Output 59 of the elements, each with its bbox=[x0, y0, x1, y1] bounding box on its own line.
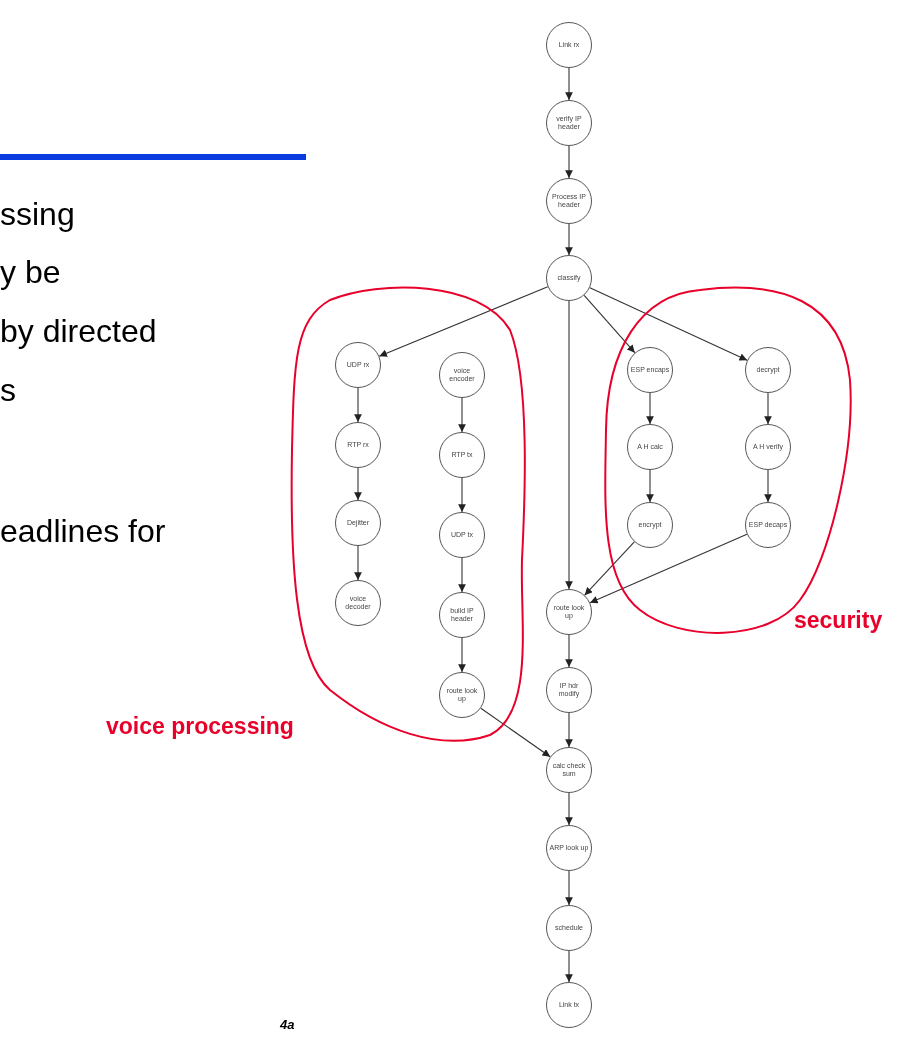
process-circle bbox=[627, 502, 673, 548]
page-number: 4a bbox=[280, 1016, 295, 1033]
arrow bbox=[565, 300, 573, 590]
process-circle bbox=[439, 672, 485, 718]
process-circle bbox=[627, 424, 673, 470]
arrow bbox=[354, 467, 362, 501]
process-circle bbox=[546, 905, 592, 951]
arrow bbox=[458, 397, 466, 433]
arrow bbox=[583, 294, 636, 354]
arrow bbox=[589, 533, 748, 604]
process-circle bbox=[627, 347, 673, 393]
body-text: ssing bbox=[0, 196, 75, 232]
arrow bbox=[589, 287, 748, 361]
process-circle bbox=[335, 342, 381, 388]
arrow bbox=[565, 870, 573, 906]
process-circle bbox=[546, 589, 592, 635]
arrow bbox=[565, 712, 573, 748]
process-circle bbox=[546, 747, 592, 793]
arrow bbox=[458, 477, 466, 513]
arrow bbox=[584, 541, 635, 596]
arrow bbox=[354, 387, 362, 423]
process-circle bbox=[439, 352, 485, 398]
process-circle bbox=[546, 178, 592, 224]
process-circle bbox=[439, 432, 485, 478]
process-circle bbox=[745, 347, 791, 393]
process-circle bbox=[546, 255, 592, 301]
arrow bbox=[764, 392, 772, 425]
arrow bbox=[480, 707, 551, 758]
process-circle bbox=[335, 422, 381, 468]
arrow bbox=[565, 67, 573, 101]
process-circle bbox=[335, 500, 381, 546]
process-circle bbox=[546, 22, 592, 68]
arrow bbox=[565, 950, 573, 983]
process-circle bbox=[546, 100, 592, 146]
arrow bbox=[458, 557, 466, 593]
arrow bbox=[378, 286, 549, 357]
group-label: security bbox=[794, 607, 883, 634]
process-circle bbox=[546, 825, 592, 871]
arrow bbox=[565, 792, 573, 826]
process-circle bbox=[335, 580, 381, 626]
body-text: eadlines for bbox=[0, 513, 166, 549]
process-circle bbox=[546, 667, 592, 713]
arrow bbox=[354, 545, 362, 581]
arrow bbox=[646, 469, 654, 503]
arrow bbox=[646, 392, 654, 425]
body-text: y be bbox=[0, 254, 61, 290]
group-label: voice processing bbox=[106, 713, 294, 740]
arrow bbox=[458, 637, 466, 673]
arrow bbox=[565, 223, 573, 256]
body-text: s bbox=[0, 372, 16, 408]
arrow bbox=[764, 469, 772, 503]
arrow bbox=[565, 145, 573, 179]
process-circle bbox=[745, 424, 791, 470]
process-circle bbox=[546, 982, 592, 1028]
process-circle bbox=[439, 512, 485, 558]
arrow bbox=[565, 634, 573, 668]
body-text: by directed bbox=[0, 313, 157, 349]
process-circle bbox=[439, 592, 485, 638]
process-circle bbox=[745, 502, 791, 548]
